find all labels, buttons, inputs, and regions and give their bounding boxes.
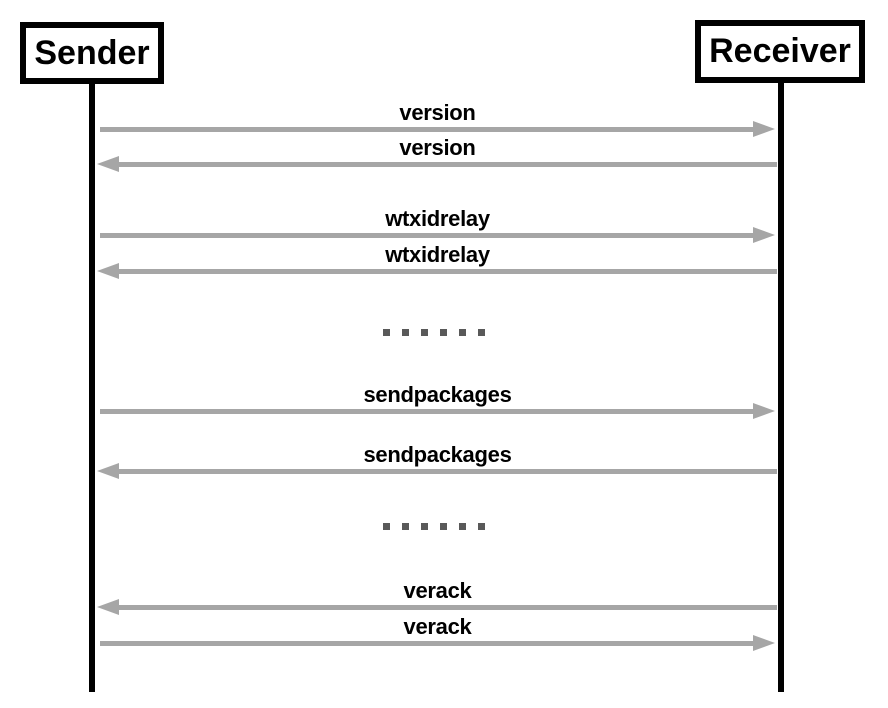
arrow-line [100,640,759,646]
message-label: wtxidrelay [385,242,490,267]
arrow-line [100,126,759,132]
ellipsis-row [383,523,485,530]
ellipsis-dot-icon [459,523,466,530]
message-label: sendpackages [363,442,512,467]
arrow-line [100,408,759,414]
actor-sender-label: Sender [34,33,150,72]
ellipsis-dot-icon [402,523,409,530]
actor-sender-box: Sender [20,22,164,84]
arrowhead-left-icon [97,599,119,615]
ellipsis-row [383,329,485,336]
arrowhead-right-icon [753,403,775,419]
message-label: verack [403,614,472,639]
arrow-line [116,161,777,167]
message-label: sendpackages [363,382,512,407]
actor-receiver-box: Receiver [695,20,865,83]
arrowhead-left-icon [97,156,119,172]
ellipsis-dot-icon [402,329,409,336]
ellipsis-dot-icon [421,329,428,336]
ellipsis-dot-icon [440,523,447,530]
message-label: version [399,100,476,125]
arrowhead-left-icon [97,263,119,279]
ellipsis-dot-icon [440,329,447,336]
ellipsis-dot-icon [478,329,485,336]
arrow-line [116,468,777,474]
ellipsis-dot-icon [421,523,428,530]
sender-lifeline [89,84,95,692]
message-label: version [399,135,476,160]
arrow-line [100,232,759,238]
arrow-line [116,268,777,274]
arrowhead-right-icon [753,635,775,651]
ellipsis-dot-icon [383,329,390,336]
receiver-lifeline [778,83,784,692]
arrowhead-left-icon [97,463,119,479]
arrow-line [116,604,777,610]
message-label: verack [403,578,472,603]
message-label: wtxidrelay [385,206,490,231]
arrowhead-right-icon [753,121,775,137]
arrowhead-right-icon [753,227,775,243]
ellipsis-dot-icon [478,523,485,530]
ellipsis-dot-icon [383,523,390,530]
ellipsis-dot-icon [459,329,466,336]
actor-receiver-label: Receiver [709,32,851,70]
